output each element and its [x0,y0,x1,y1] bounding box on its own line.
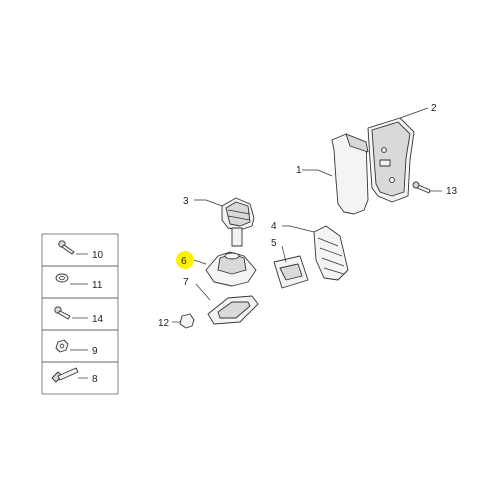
callout-12[interactable]: 12 [158,318,170,329]
nut-icon [55,339,69,353]
legend-row-14[interactable]: 14 [54,306,104,325]
hardware-legend: 10 11 14 9 [41,233,119,395]
legend-number-8: 8 [92,374,98,385]
callout-1[interactable]: 1 [296,165,302,176]
part-12-clip[interactable]: 12 [158,313,195,329]
legend-row-8[interactable]: 8 [51,367,98,385]
part-1-housing-half[interactable]: 1 [296,133,369,215]
part-6-gaiter-boot[interactable]: 6 [176,251,257,287]
callout-13[interactable]: 13 [446,186,458,197]
legend-number-9: 9 [92,346,98,357]
legend-number-14: 14 [92,314,104,325]
legend-number-11: 11 [92,280,103,291]
legend-row-9[interactable]: 9 [55,339,98,357]
part-13-screw[interactable]: 13 [412,181,458,197]
callout-6[interactable]: 6 [181,256,187,267]
screw-icon [58,240,75,255]
callout-5[interactable]: 5 [271,238,277,249]
part-3-gear-knob[interactable]: 3 [183,196,255,247]
self-tapping-screw-icon [54,306,71,320]
callout-7[interactable]: 7 [183,277,189,288]
callout-4[interactable]: 4 [271,221,277,232]
part-4-grip-cover[interactable]: 4 [271,221,349,281]
callout-6-highlight [176,251,194,269]
part-5-pad[interactable]: 5 [271,238,309,289]
legend-row-11[interactable]: 11 [55,273,103,291]
bolt-icon [51,367,79,383]
washer-icon [55,273,69,283]
callout-2[interactable]: 2 [431,103,437,114]
legend-row-10[interactable]: 10 [58,240,104,261]
callout-3[interactable]: 3 [183,196,189,207]
part-2-housing-half[interactable]: 2 [367,103,437,203]
legend-number-10: 10 [92,250,104,261]
part-7-frame-plate[interactable]: 7 [183,277,259,325]
